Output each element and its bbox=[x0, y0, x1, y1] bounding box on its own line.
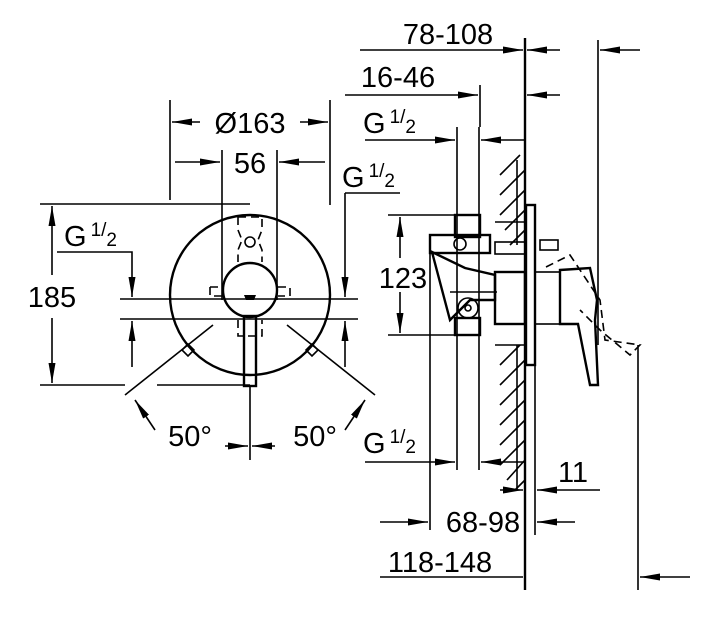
offset-11-label: 11 bbox=[558, 457, 588, 489]
depth-68-98-label: 68-98 bbox=[446, 507, 520, 539]
lever-side bbox=[558, 266, 600, 387]
cover-plate-outline bbox=[168, 213, 332, 377]
width-56-label: 56 bbox=[234, 148, 266, 180]
valve-body-top bbox=[453, 213, 482, 239]
wall-hatching bbox=[499, 154, 526, 491]
angle-left-label: 50° bbox=[168, 421, 212, 453]
diameter-label: Ø163 bbox=[215, 108, 286, 140]
depth-118-148-label: 118-148 bbox=[388, 547, 492, 579]
depth-16-46-label: 16-46 bbox=[361, 62, 435, 94]
height-185-label: 185 bbox=[28, 282, 76, 314]
diverter-knob bbox=[244, 236, 256, 248]
cover-plate-side bbox=[524, 203, 537, 367]
height-123-label: 123 bbox=[379, 263, 427, 295]
cartridge-outline-dashed bbox=[209, 216, 291, 337]
handle-hub bbox=[221, 261, 279, 319]
angle-right-label: 50° bbox=[293, 421, 337, 453]
depth-78-108-label: 78-108 bbox=[403, 19, 493, 51]
